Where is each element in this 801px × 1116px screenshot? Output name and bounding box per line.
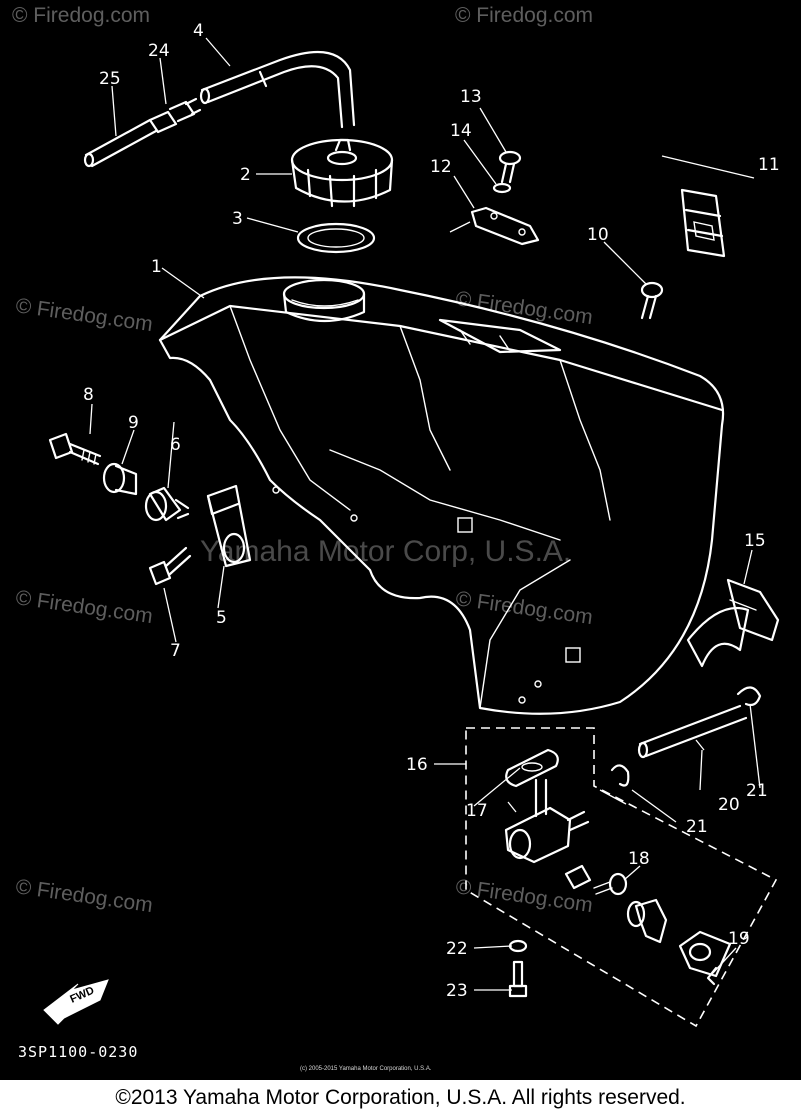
- part-10-screw: [640, 281, 664, 320]
- part-16-outline: [465, 727, 778, 1028]
- callout-1: 1: [151, 257, 162, 277]
- callout-10: 10: [587, 225, 609, 245]
- part-8-bolt: [48, 432, 102, 466]
- watermark: © Firedog.com: [14, 294, 154, 336]
- part-7-bolt: [148, 546, 192, 586]
- callout-21a: 21: [746, 781, 768, 801]
- callout-14: 14: [450, 121, 472, 141]
- callout-25: 25: [99, 69, 121, 89]
- callout-3: 3: [232, 209, 243, 229]
- part-9-collar: [102, 462, 138, 496]
- part-21-clip: [610, 764, 630, 787]
- watermark: © Firedog.com: [454, 287, 594, 329]
- callout-6: 6: [170, 435, 181, 455]
- part-4-hose: [199, 50, 356, 129]
- part-18-oring: [608, 872, 628, 896]
- part-11-clip: [680, 188, 726, 258]
- callout-5: 5: [216, 608, 227, 628]
- part-24-valve: [148, 97, 202, 134]
- callout-21b: 21: [686, 817, 708, 837]
- part-code: 3SP1100-0230: [18, 1043, 138, 1061]
- part-15-holder: [686, 578, 780, 668]
- part-14-washer: [492, 182, 512, 194]
- watermark: © Firedog.com: [454, 587, 594, 629]
- watermark: © Firedog.com: [12, 4, 150, 27]
- callout-16: 16: [406, 755, 428, 775]
- part-20-pipe: [637, 704, 748, 759]
- callout-23: 23: [446, 981, 468, 1001]
- watermark: © Firedog.com: [14, 875, 154, 917]
- watermark: © Firedog.com: [14, 586, 154, 628]
- callout-7: 7: [170, 641, 181, 661]
- callout-4: 4: [193, 21, 204, 41]
- part-1-fuel-tank: [158, 276, 725, 715]
- copyright-footer: ©2013 Yamaha Motor Corporation, U.S.A. A…: [0, 1080, 801, 1116]
- part-25-pipe: [83, 118, 158, 168]
- callout-24: 24: [148, 41, 170, 61]
- callouts: 1 2 3 4 5 6 7 8 9 10 11 12 13 14 15 16 1…: [83, 21, 780, 1001]
- part-5-bracket: [206, 484, 252, 568]
- watermark-center: Yamaha Motor Corp, U.S.A.: [200, 535, 571, 568]
- part-17-gasket: [505, 748, 559, 788]
- callout-18: 18: [628, 849, 650, 869]
- part-13-screw: [498, 150, 522, 184]
- watermark: © Firedog.com: [455, 4, 593, 27]
- part-23-screw: [508, 960, 528, 998]
- part-21-clip: [736, 686, 762, 707]
- callout-17: 17: [466, 801, 488, 821]
- callout-20: 20: [718, 795, 740, 815]
- part-22-washer: [508, 939, 528, 953]
- callout-13: 13: [460, 87, 482, 107]
- part-19-plate: [678, 930, 732, 986]
- callout-22: 22: [446, 939, 468, 959]
- part-12-bracket: [470, 206, 540, 246]
- callout-9: 9: [128, 413, 139, 433]
- part-6-damper: [144, 486, 190, 522]
- fuel-cock-body: [504, 778, 590, 864]
- fine-copyright: (c) 2005-2015 Yamaha Motor Corporation, …: [300, 1066, 432, 1072]
- callout-8: 8: [83, 385, 94, 405]
- part-3-gasket: [296, 222, 376, 254]
- part-2-fuel-cap: [290, 138, 394, 208]
- callout-2: 2: [240, 165, 251, 185]
- parts-diagram: © Firedog.com © Firedog.com © Firedog.co…: [0, 0, 801, 1080]
- callout-15: 15: [744, 531, 766, 551]
- fuel-tank-exploded-view: © Firedog.com © Firedog.com © Firedog.co…: [12, 4, 780, 1072]
- fwd-arrow: FWD: [43, 979, 109, 1025]
- callout-19: 19: [728, 929, 750, 949]
- callout-11: 11: [758, 155, 780, 175]
- fuel-cock-parts: [564, 864, 668, 944]
- callout-12: 12: [430, 157, 452, 177]
- leader-lines: [89, 37, 761, 991]
